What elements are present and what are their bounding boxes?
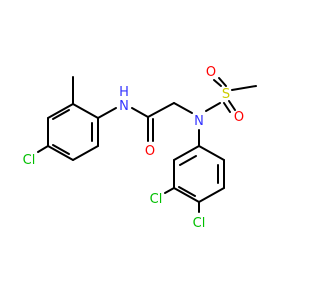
bond xyxy=(218,77,227,87)
bond xyxy=(72,103,99,119)
atom-label-n-amide: N xyxy=(119,99,129,114)
bond xyxy=(213,79,222,87)
molecule-canvas: N H O N S O O Cl Cl Cl xyxy=(23,65,257,231)
bond xyxy=(173,187,200,203)
atom-label-cl-4: Cl xyxy=(193,216,206,231)
bond xyxy=(198,187,225,203)
bond xyxy=(147,102,175,118)
bond xyxy=(179,155,197,166)
atom-label-h-amide: H xyxy=(119,85,129,100)
bond xyxy=(198,145,225,161)
atom-labels: N H O N S O O Cl Cl Cl xyxy=(23,65,244,231)
molecule-structure: N H O N S O O Cl Cl Cl xyxy=(23,65,257,231)
bond xyxy=(231,85,257,91)
bond xyxy=(131,107,149,118)
atom-label-cl-3: Cl xyxy=(150,192,163,207)
bond xyxy=(164,187,175,194)
bonds xyxy=(37,76,257,213)
atom-label-o-sulfonyl-bottom: O xyxy=(234,110,244,125)
bond xyxy=(228,100,236,111)
bond xyxy=(97,107,117,119)
bond xyxy=(173,102,193,114)
bond xyxy=(47,145,74,161)
atom-label-n-sulfonamide: N xyxy=(194,114,204,129)
bond xyxy=(223,102,231,113)
atom-label-s: S xyxy=(222,87,230,102)
bond xyxy=(52,109,70,120)
atom-label-cl-left: Cl xyxy=(23,153,36,168)
atom-label-o-sulfonyl-top: O xyxy=(206,65,216,80)
bond xyxy=(47,103,74,119)
bond xyxy=(178,186,196,197)
atom-label-o-carbonyl: O xyxy=(145,144,155,159)
bond xyxy=(37,145,49,153)
bond xyxy=(52,144,70,155)
bond xyxy=(205,102,221,112)
bond xyxy=(72,145,99,161)
bond xyxy=(173,145,200,161)
